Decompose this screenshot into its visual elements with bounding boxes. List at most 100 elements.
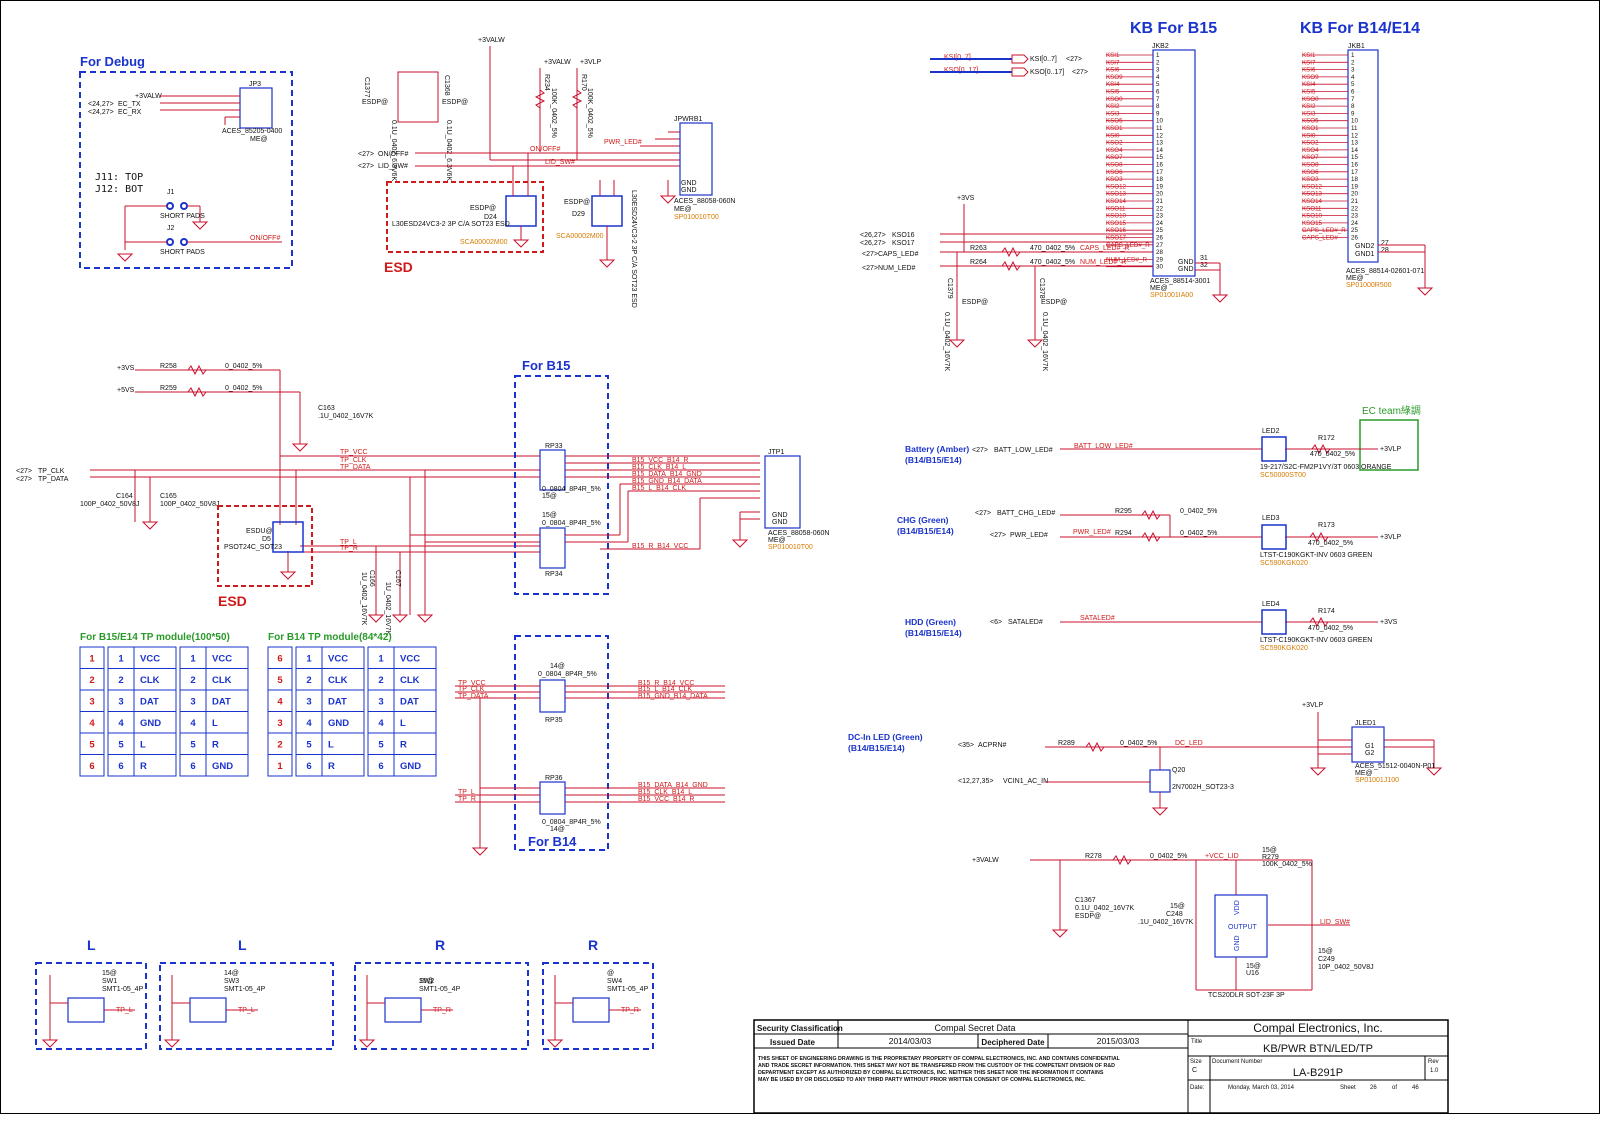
disclaimer-1: THIS SHEET OF ENGINEERING DRAWING IS THE… — [758, 1056, 1121, 1062]
c167-ref: C167 — [394, 570, 401, 587]
docnum-value: LA-B291P — [1293, 1067, 1343, 1079]
c163-ref: C163 — [318, 405, 335, 412]
jpwrb1-part: ACES_88058-060N — [674, 198, 736, 205]
jkb2-pin-number: 20 — [1156, 191, 1163, 198]
tp-table-b14-cell-text: 2 — [306, 675, 311, 686]
jkb2-pin-number: 11 — [1156, 125, 1163, 132]
tp-table-b15-cell-text: 3 — [89, 697, 94, 708]
r278-ref: R278 — [1085, 853, 1102, 860]
jkb2-pin-label: KSO9 — [1106, 74, 1123, 81]
deciph-value: 2015/03/03 — [1097, 1036, 1140, 1046]
d24-esdp: ESDP@ — [470, 205, 496, 212]
dc-ref: <35> — [958, 742, 974, 749]
led3-ref: LED3 — [1262, 515, 1280, 522]
tpdata-label: TP_DATA — [38, 476, 69, 483]
deciph-label: Deciphered Date — [981, 1038, 1045, 1047]
size-label: Size — [1190, 1059, 1202, 1065]
date-value: Monday, March 03, 2014 — [1228, 1085, 1295, 1091]
jkb1-pin-label: KSI1 — [1302, 52, 1316, 59]
rp34-val: 0_0804_8P4R_5% — [542, 520, 601, 527]
tp-table-b15-cell-text: L — [140, 740, 146, 751]
rp36-tag: 14@ — [550, 826, 565, 833]
issued-value: 2014/03/03 — [889, 1036, 932, 1046]
jkb2-p32: 32 — [1200, 262, 1208, 269]
batt-3vlp: +3VLP — [1380, 446, 1402, 453]
tp-table-b15-cell-text: L — [212, 718, 218, 729]
tp-table-b14-cell-text: 6 — [306, 761, 311, 772]
r172-ref: R172 — [1318, 435, 1335, 442]
jkb1-pin-number: 26 — [1351, 235, 1358, 242]
jkb1-pin-number: 20 — [1351, 191, 1358, 198]
table2-title: For B14 TP module(84*42) — [268, 632, 392, 643]
c165-ref: C165 — [160, 493, 177, 500]
tp-table-b14-cell-text: DAT — [400, 697, 419, 708]
ec-rx-label: EC_RX — [118, 109, 142, 116]
jkb2-pin-label: KSO14 — [1106, 198, 1127, 205]
jkb1-pin-number: 10 — [1351, 118, 1358, 125]
company-name: Compal Electronics, Inc. — [1253, 1021, 1382, 1035]
net-lidsw: LID_SW# — [545, 159, 575, 166]
kso-ref: <27> — [1072, 69, 1088, 76]
rp33 — [539, 449, 566, 491]
tp-tables: For B15/E14 TP module(100*50) For B14 TP… — [79, 632, 437, 777]
jkb1-pin-label: KSO15 — [1302, 220, 1323, 227]
hdd-sig: SATALED# — [1008, 619, 1043, 626]
hdd-sub: (B14/B15/E14) — [905, 628, 962, 638]
d5-ref: D5 — [262, 536, 271, 543]
tp-table-b14-cell — [267, 754, 293, 777]
r234-3valw: +3VALW — [544, 59, 571, 66]
d24-ref: D24 — [484, 214, 497, 221]
jled1-part: ACES_51512-0040N-P01 — [1355, 763, 1435, 770]
sw4-net: TP_R — [621, 1007, 639, 1014]
buttons-section: L L R R 15@ SW1 SMT1-05_4P 14@ SW3 SMT1-… — [35, 937, 654, 1050]
tp-table-b15-cell-text: 2 — [190, 675, 195, 686]
dc-sub: (B14/B15/E14) — [848, 743, 905, 753]
rp35-ref: RP35 — [545, 717, 563, 724]
rp35-val: 0_0804_8P4R_5% — [538, 671, 597, 678]
r263-val: 470_0402_5% — [1030, 245, 1075, 252]
sw1-tag: 15@ — [102, 970, 117, 977]
jkb2-pin-label: KSO1 — [1106, 125, 1123, 132]
jkb2-gnd1: GND — [1178, 259, 1194, 266]
tp-table-b14-cell-text: DAT — [328, 697, 347, 708]
jkb2-pin-label: CAPS_LED#_R — [1106, 242, 1150, 249]
hdd-title: HDD (Green) — [905, 617, 956, 627]
jkb1-p28: 28 — [1381, 247, 1389, 254]
tp-table-b15-cell-text: GND — [212, 761, 233, 772]
size-value: C — [1192, 1067, 1197, 1074]
power-section: +3VALW C1377 C1368 ESDP@ ESDP@ 0.1U_0402… — [358, 37, 736, 308]
jkb2-pin-label: KSI5 — [1106, 89, 1120, 96]
pwr-ref: <27> — [990, 532, 1006, 539]
jkb1-pin-number: 18 — [1351, 176, 1358, 183]
r174-val: 470_0402_5% — [1308, 625, 1353, 632]
kso16-label: KSO16 — [892, 232, 915, 239]
jkb1-pin-label: CAPS_LED#_R — [1302, 227, 1346, 234]
tp-table-b15-cell-text: 5 — [89, 740, 95, 751]
for-b14-title: For B14 — [528, 834, 577, 849]
esd-box-1 — [386, 181, 544, 253]
jpwrb1-gnd2: GND — [681, 187, 697, 194]
c166-val: 1U_0402_16V7K — [360, 572, 367, 626]
jkb1-pin-label: KSO5 — [1302, 118, 1319, 125]
jkb2-pin-number: 8 — [1156, 103, 1160, 110]
c249-ref: C249 — [1318, 956, 1335, 963]
jkb2-pin-number: 5 — [1156, 81, 1160, 88]
sw3-box — [159, 962, 334, 1050]
debug-onoff-net: ON/OFF# — [250, 235, 280, 242]
jkb2-pin-number: 3 — [1156, 67, 1160, 74]
tp-5vs: +5VS — [117, 387, 135, 394]
jkb1-pin-number: 16 — [1351, 162, 1358, 169]
jkb1-gnd1: GND1 — [1355, 251, 1375, 258]
jkb2-p31: 31 — [1200, 255, 1208, 262]
tp-table-b14-cell-text: 3 — [277, 718, 282, 729]
jkb2-pin-number: 26 — [1156, 235, 1163, 242]
jkb1-pin-label: KSI0 — [1302, 132, 1316, 139]
jp3-part: ACES_85205-0400 — [222, 128, 282, 135]
jpwrb1-sp: SP010010T00 — [674, 214, 719, 221]
net-tp-l: TP_L — [340, 539, 357, 546]
jp3-ref: JP3 — [249, 81, 261, 88]
jkb1-pin-label: KSO4 — [1302, 147, 1319, 154]
b14-out-6: B15_VCC_B14_R — [638, 796, 694, 803]
tp-table-b14-cell-text: 6 — [277, 654, 282, 665]
